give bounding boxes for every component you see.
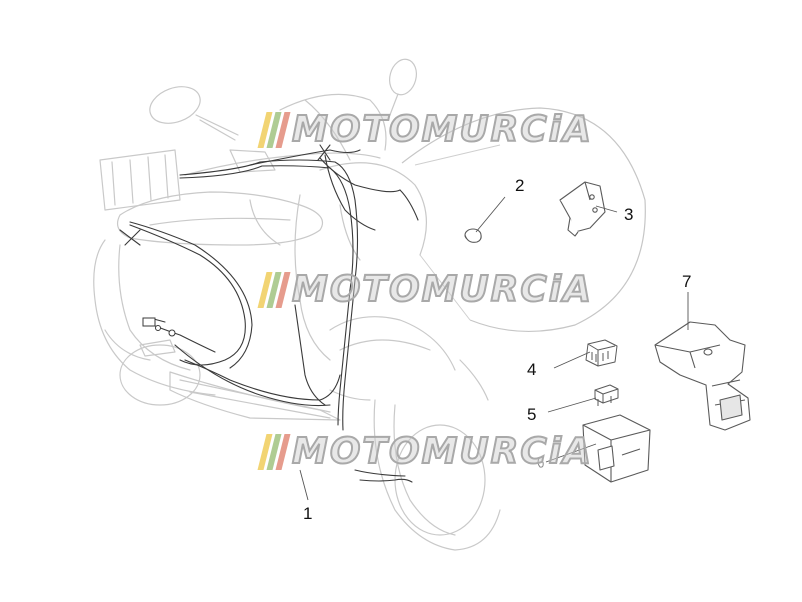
watermark-logo: MOTOMURCiA <box>257 268 593 312</box>
detail-connector-lines <box>414 144 501 321</box>
part-6-box <box>582 414 651 483</box>
watermark-text: MOTOMURCiA <box>291 431 593 472</box>
watermark-text: MOTOMURCiA <box>291 269 593 310</box>
scooter-outline <box>93 58 501 551</box>
watermark-text: MOTOMURCiA <box>291 109 593 150</box>
harness-terminal <box>155 325 161 331</box>
callout-1: 1 <box>303 504 313 523</box>
harness-connector <box>142 317 156 327</box>
part-5-fuse <box>594 384 619 406</box>
callout-7: 7 <box>682 272 692 291</box>
part-2-grommet <box>464 228 482 243</box>
detail-zoom-circle <box>401 107 646 333</box>
part-6-stub <box>537 456 544 468</box>
callout-3: 3 <box>624 205 634 224</box>
callout-2: 2 <box>515 176 525 195</box>
part-4-fuse-holder <box>585 339 618 367</box>
part-7-cover <box>654 321 751 431</box>
watermark-logo: MOTOMURCiA <box>257 108 593 152</box>
callout-4: 4 <box>527 360 537 379</box>
callout-leaders <box>299 196 689 501</box>
part-3-bracket <box>559 181 606 237</box>
harness-terminal <box>168 329 176 337</box>
callout-5: 5 <box>527 405 537 424</box>
wiring-harness <box>119 144 419 483</box>
watermark-logo: MOTOMURCiA <box>257 430 593 474</box>
